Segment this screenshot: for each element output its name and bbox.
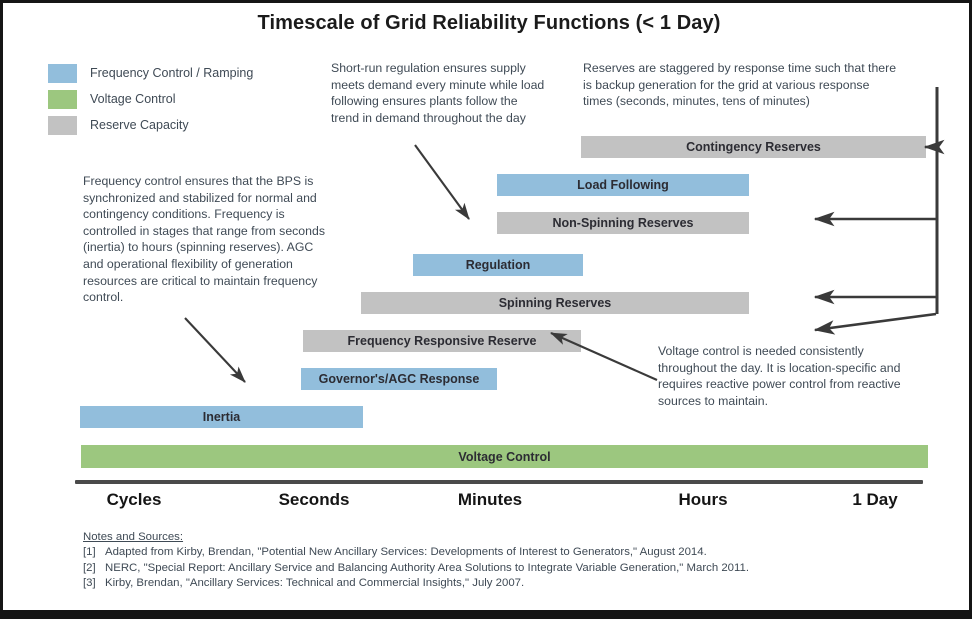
sources-heading: Notes and Sources:	[83, 531, 184, 543]
gray-square-swatch-icon	[48, 115, 77, 135]
legend-item-reserve-capacity: Reserve Capacity	[48, 112, 253, 138]
arrow-frequency-control-to-inertia	[184, 317, 246, 383]
bar-frequency-responsive-reserve: Frequency Responsive Reserve	[303, 330, 581, 352]
source-number: [2]	[83, 561, 96, 574]
axis-tick-one-day: 1 Day	[852, 490, 898, 509]
legend-item-label: Frequency Control / Ramping	[90, 66, 254, 80]
axis-tick-minutes: Minutes	[457, 490, 523, 509]
legend: Frequency Control / Ramping Voltage Cont…	[48, 60, 253, 138]
bar-load-following: Load Following	[497, 174, 749, 196]
legend-item-voltage-control: Voltage Control	[48, 86, 253, 112]
source-number: [3]	[83, 577, 96, 590]
blue-square-swatch-icon	[48, 63, 77, 83]
axis-tick-seconds: Seconds	[278, 490, 350, 509]
green-square-swatch-icon	[48, 89, 77, 109]
legend-item-frequency-control: Frequency Control / Ramping	[48, 60, 253, 86]
arrow-short-run-to-bars	[414, 144, 470, 220]
bar-regulation: Regulation	[413, 254, 583, 276]
axis-tick-hours: Hours	[678, 490, 728, 509]
page-title: Timescale of Grid Reliability Functions …	[257, 12, 721, 34]
bar-voltage-control: Voltage Control	[81, 445, 928, 468]
annotation-reserves-staggered: Reserves are staggered by response time …	[583, 61, 897, 109]
legend-item-label: Voltage Control	[90, 92, 176, 106]
legend-item-label: Reserve Capacity	[90, 118, 189, 132]
source-item: [2] NERC, "Special Report: Ancillary Ser…	[83, 561, 943, 577]
timescale-axis-line	[75, 480, 923, 484]
bar-spinning-reserves: Spinning Reserves	[361, 292, 749, 314]
source-item: [1] Adapted from Kirby, Brendan, "Potent…	[83, 545, 943, 561]
annotation-frequency-control: Frequency control ensures that the BPS i…	[83, 174, 325, 305]
axis-tick-cycles: Cycles	[106, 490, 162, 509]
source-item: [3] Kirby, Brendan, "Ancillary Services:…	[83, 576, 943, 592]
source-number: [1]	[83, 546, 96, 558]
source-text: Kirby, Brendan, "Ancillary Services: Tec…	[105, 577, 525, 590]
notes-and-sources: Notes and Sources: [1] Adapted from Kirb…	[83, 531, 943, 592]
bar-inertia: Inertia	[80, 406, 363, 428]
source-text: NERC, "Special Report: Ancillary Service…	[105, 561, 749, 574]
bracket-arrow-frequency-responsive	[813, 312, 937, 335]
bar-contingency-reserves: Contingency Reserves	[581, 136, 926, 158]
source-text: Adapted from Kirby, Brendan, "Potential …	[105, 546, 707, 558]
bar-governors-agc-response: Governor's/AGC Response	[301, 368, 497, 390]
annotation-voltage-control: Voltage control is needed consistently t…	[658, 344, 901, 408]
bar-non-spinning-reserves: Non-Spinning Reserves	[497, 212, 749, 234]
annotation-short-run-regulation: Short-run regulation ensures supply meet…	[331, 61, 545, 125]
